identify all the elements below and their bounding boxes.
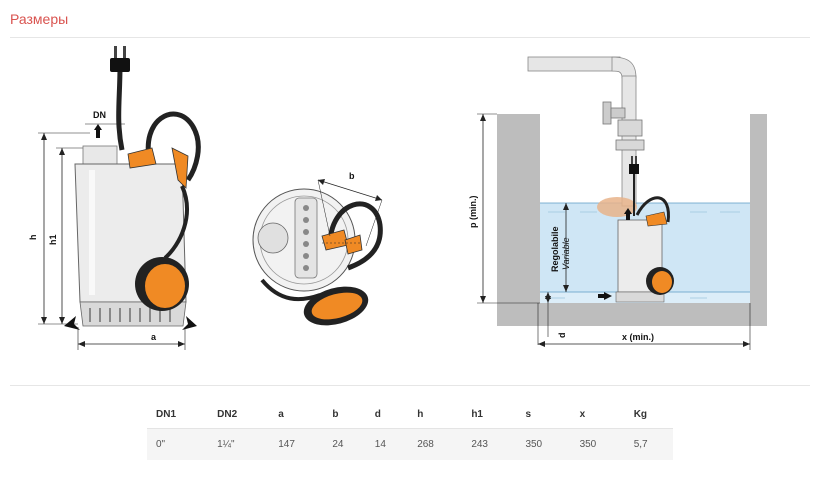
cell-h: 268 (408, 427, 463, 460)
label-dn: DN (93, 110, 106, 120)
col-header-dn2: DN2 (217, 409, 238, 421)
cell-b: 24 (323, 427, 366, 460)
label-h: h (28, 235, 38, 241)
pump-side-view: h h1 DN (28, 46, 201, 350)
label-x: x (min.) (622, 332, 654, 342)
cell-kg: 5,7 (624, 427, 673, 460)
col-header-x: x (579, 409, 586, 421)
col-header-d: d (374, 409, 381, 421)
sump-installation: p (min.) Regolabile Variable d x (min.) (468, 56, 767, 350)
cell-d: 14 (365, 427, 409, 460)
dimension-drawings: h h1 DN (28, 46, 767, 350)
label-d: d (557, 333, 567, 339)
col-header-h: h (417, 409, 424, 421)
dimensions-table: DN1 DN2 a b d h h1 s x Kg 0" 1¼" 147 24 … (147, 402, 673, 460)
label-a: a (151, 332, 157, 342)
cell-h1: 243 (462, 427, 517, 460)
label-h1: h1 (48, 234, 58, 245)
pump-top-view: b (252, 171, 383, 326)
col-header-b: b (332, 409, 339, 421)
col-header-dn1: DN1 (156, 409, 177, 421)
table-row: 0" 1¼" 147 24 14 268 243 350 350 5,7 (147, 427, 673, 460)
label-p: p (min.) (468, 196, 478, 229)
col-header-a: a (278, 409, 284, 421)
cell-a: 147 (269, 427, 324, 460)
col-header-h1: h1 (471, 409, 483, 421)
divider-middle (10, 385, 810, 386)
cell-s: 350 (516, 427, 571, 460)
label-regolabile: Regolabile (550, 226, 560, 272)
cell-dn1: 0" (147, 427, 209, 460)
col-header-kg: Kg (633, 409, 648, 421)
label-variable: Variable (561, 237, 571, 270)
section-title: Размеры (10, 11, 69, 27)
cell-dn2: 1¼" (208, 427, 270, 460)
label-b: b (349, 171, 355, 181)
table-header-row: DN1 DN2 a b d h h1 s x Kg (147, 402, 673, 428)
col-header-s: s (525, 409, 531, 421)
cell-x: 350 (570, 427, 625, 460)
divider-top (10, 37, 810, 38)
